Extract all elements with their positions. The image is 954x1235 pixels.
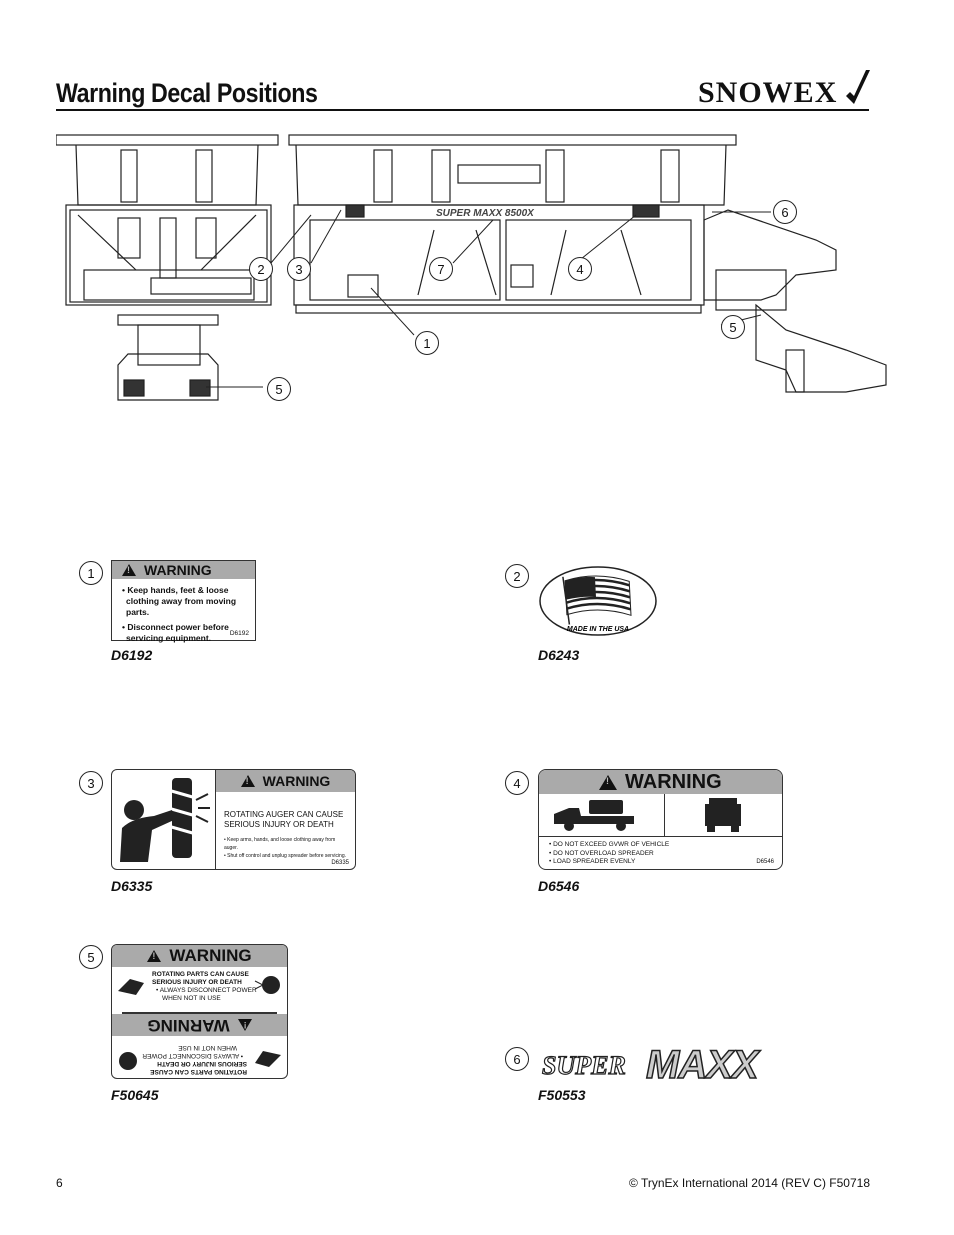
diagram-callout-7: 7 — [429, 257, 453, 281]
title-rule — [56, 109, 869, 111]
diagram-callout-2: 2 — [249, 257, 273, 281]
right-auger-bay — [505, 219, 692, 301]
decal-callout-4: 4 — [505, 771, 529, 795]
right-hopper-lip — [288, 134, 737, 146]
spinner-chute — [755, 303, 887, 393]
auger-hazard-icon — [112, 770, 216, 869]
decal-line: • DO NOT OVERLOAD SPREADER — [549, 849, 654, 857]
decal-line: WHEN NOT IN USE — [178, 1043, 237, 1051]
truck-side-icon — [539, 794, 665, 836]
decal-line: SERIOUS INJURY OR DEATH — [224, 820, 334, 829]
diagram-callout-5-right: 5 — [721, 315, 745, 339]
decal-code-4: D6546 — [538, 878, 580, 894]
warning-triangle-icon — [599, 774, 617, 790]
left-spinner-housing — [117, 353, 219, 401]
spreader-diagram: SUPER MAXX 8500X — [56, 134, 887, 401]
truck-rear-icon — [665, 794, 782, 836]
decal-f50645: WARNING ROTATING PARTS CAN CAUSE SERIOUS… — [111, 944, 288, 1079]
decal-d6546: WARNING • DO NOT EXCEED GVWR OF VEHICLE … — [538, 769, 783, 870]
decal-f50553: SUPER MAXX — [538, 1040, 820, 1088]
decal-line: SERIOUS INJURY OR DEATH — [157, 1059, 247, 1067]
decal-fine-line: • Keep arms, hands, and loose clothing a… — [224, 837, 336, 851]
diagram-callout-1: 1 — [415, 331, 439, 355]
decal-callout-2: 2 — [505, 564, 529, 588]
inverted-warning-half: ROTATING PARTS CAN CAUSE SERIOUS INJURY … — [112, 1013, 287, 1079]
hopper-label: SUPER MAXX 8500X — [436, 208, 535, 219]
decal-line: • Keep hands, feet & loose — [122, 585, 229, 595]
decal-code-3: D6335 — [111, 878, 153, 894]
logo-text: SNOWEX — [698, 76, 837, 109]
diagram-callout-6: 6 — [773, 200, 797, 224]
decal-line: • LOAD SPREADER EVENLY — [549, 858, 636, 865]
decal-code-6: F50553 — [538, 1087, 586, 1103]
warning-triangle-icon — [122, 564, 136, 576]
decal-line: ROTATING PARTS CAN CAUSE — [150, 1067, 247, 1075]
decal-fine-line: • Shut off control and unplug spreader b… — [224, 853, 347, 859]
page-title: Warning Decal Positions — [56, 78, 318, 108]
decal-d6335: WARNING ROTATING AUGER CAN CAUSE SERIOUS… — [111, 769, 356, 870]
decal-code-1: D6192 — [111, 647, 153, 663]
decal-callout-5: 5 — [79, 945, 103, 969]
control-box — [347, 274, 379, 298]
warning-triangle-icon — [237, 1018, 252, 1031]
left-auger-bay — [309, 219, 501, 301]
diagram-callout-5-left: 5 — [267, 377, 291, 401]
decal-line: ROTATING AUGER CAN CAUSE — [224, 810, 344, 819]
left-hopper-body — [75, 144, 259, 206]
decal-heading: WARNING — [262, 773, 331, 789]
check-icon — [846, 70, 870, 104]
decal-line: SERIOUS INJURY OR DEATH — [152, 979, 242, 986]
decal-part-number: D6335 — [331, 860, 349, 866]
head-hazard-icon — [254, 976, 280, 994]
left-frame — [65, 204, 272, 306]
decal-line: ROTATING PARTS CAN CAUSE — [152, 971, 249, 978]
warning-triangle-icon — [240, 775, 255, 787]
decal-line: • ALWAYS DISCONNECT POWER — [156, 987, 257, 994]
decal-d6243: MADE IN THE USA — [538, 565, 658, 637]
decal-line: clothing away from moving parts. — [126, 596, 237, 617]
decal-heading: WARNING — [147, 1015, 230, 1035]
decal-line: • Disconnect power before — [122, 622, 229, 632]
decal-part-number: D6192 — [229, 630, 249, 637]
diagram-callout-3: 3 — [287, 257, 311, 281]
svg-text:SUPER: SUPER — [542, 1051, 626, 1080]
decal-callout-6: 6 — [505, 1047, 529, 1071]
decal-line: • ALWAYS DISCONNECT POWER — [142, 1051, 243, 1059]
decal-line: • DO NOT EXCEED GVWR OF VEHICLE — [549, 841, 670, 848]
decal-callout-1: 1 — [79, 561, 103, 585]
decal-line: servicing equipment. — [126, 633, 212, 643]
hopper-label-plate — [457, 164, 541, 184]
american-flag-icon — [562, 575, 632, 625]
decal-line: WHEN NOT IN USE — [162, 995, 221, 1002]
left-base — [117, 314, 219, 326]
svg-text:MADE IN THE USA: MADE IN THE USA — [567, 626, 629, 633]
left-hopper-lip — [56, 134, 279, 146]
decal-code-2: D6243 — [538, 647, 580, 663]
decal-code-5: F50645 — [111, 1087, 159, 1103]
copyright: © TrynEx International 2014 (REV C) F507… — [629, 1176, 870, 1190]
decal-heading: WARNING — [625, 770, 722, 793]
decal-heading: WARNING — [144, 562, 212, 578]
decal-callout-3: 3 — [79, 771, 103, 795]
page-number: 6 — [56, 1176, 63, 1190]
hand-hazard-icon — [118, 979, 144, 995]
decal-heading: WARNING — [169, 946, 252, 965]
decal-d6192: WARNING • Keep hands, feet & loose cloth… — [111, 560, 256, 643]
supermaxx-wordmark-icon: SUPER MAXX — [541, 1042, 762, 1088]
motor-housing — [703, 209, 837, 301]
svg-text:MAXX: MAXX — [646, 1043, 761, 1084]
decal-part-number: D6546 — [756, 859, 774, 865]
diagram-callout-4: 4 — [568, 257, 592, 281]
warning-triangle-icon — [147, 950, 162, 962]
snowex-logo: SNOWEX — [696, 68, 872, 110]
